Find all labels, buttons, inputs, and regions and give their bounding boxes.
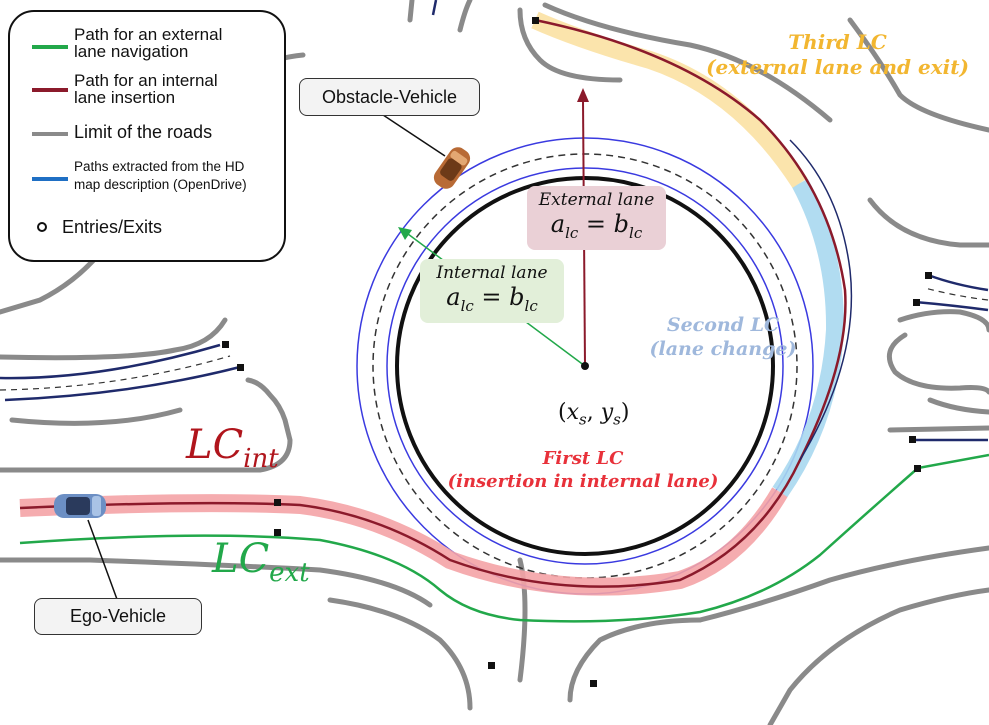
lc-int-main: LC	[186, 422, 244, 468]
legend-label-external-l2: lane navigation	[74, 42, 189, 61]
first-lc-line2: (insertion in internal lane)	[447, 470, 719, 492]
internal-lane-box: Internal lane alc = blc	[420, 259, 564, 323]
int-eq-b: b	[509, 283, 525, 311]
ext-eq-sub-a: lc	[565, 223, 579, 242]
legend-swatch-internal	[32, 88, 68, 92]
legend-label-external: Path for an external lane navigation	[74, 26, 222, 60]
obstacle-vehicle-icon	[433, 147, 471, 189]
internal-lane-title: Internal lane	[436, 263, 548, 283]
center-point	[581, 362, 589, 370]
third-lc-line1: Third LC	[788, 30, 887, 54]
legend-label-entries-l1: Entries/Exits	[62, 217, 163, 237]
internal-insertion-path-2	[789, 139, 853, 461]
center-y-sub: s	[613, 410, 621, 429]
lc-ext-sub: ext	[269, 558, 310, 588]
obstacle-vehicle-label: Obstacle-Vehicle	[321, 86, 458, 107]
ego-vehicle-label: Ego-Vehicle	[69, 606, 167, 626]
dashed-lane-divider	[372, 153, 798, 579]
internal-lane-equation: alc = blc	[420, 283, 564, 315]
second-lc-label: Second LC (lane change)	[628, 314, 818, 362]
legend-label-hd-path-l2: map description (OpenDrive)	[74, 177, 247, 193]
center-comma: ,	[586, 400, 601, 425]
int-eq-sub-b: lc	[524, 296, 538, 315]
lc-ext-label: LCext	[212, 536, 310, 588]
int-eq-a: a	[446, 283, 461, 311]
inner-lane-ring	[386, 167, 784, 565]
center-open: (	[558, 400, 567, 425]
external-lane-equation: alc = blc	[527, 210, 666, 242]
legend-label-entries: Entries/Exits	[62, 218, 162, 236]
third-lc-highlight	[531, 11, 808, 188]
first-lc-highlight	[19, 487, 788, 596]
legend-label-hd-path-l1: Paths extracted from the HD	[74, 159, 245, 174]
legend-label-road-limit: Limit of the roads	[74, 123, 212, 141]
internal-insertion-path	[19, 18, 847, 588]
legend-label-internal-l2: lane insertion	[74, 88, 176, 107]
third-lc-line2: (external lane and exit)	[706, 55, 969, 79]
external-lane-title: External lane	[538, 190, 655, 210]
ext-eq-mid: =	[578, 210, 614, 238]
legend-swatch-hd-path	[32, 177, 68, 181]
second-lc-line1: Second LC	[666, 314, 780, 336]
legend-box: Path for an external lane navigation Pat…	[8, 10, 286, 262]
lc-int-label: LCint	[186, 422, 279, 474]
legend-label-external-l1: Path for an external	[74, 25, 223, 44]
obstacle-vehicle-callout: Obstacle-Vehicle	[299, 78, 480, 116]
int-eq-mid: =	[473, 283, 510, 311]
hd-map-paths	[0, 0, 989, 442]
central-island	[395, 176, 775, 556]
lc-ext-main: LC	[212, 536, 270, 582]
center-x: x	[566, 400, 580, 425]
legend-label-hd-path: Paths extracted from the HD map descript…	[74, 158, 247, 194]
second-lc-line2: (lane change)	[649, 337, 797, 360]
ego-leader-line	[87, 519, 119, 603]
ext-eq-a: a	[550, 210, 566, 238]
first-lc-line1: First LC	[542, 448, 624, 469]
int-eq-sub-a: lc	[460, 296, 474, 315]
center-x-sub: s	[579, 410, 587, 429]
external-lane-box: External lane alc = blc	[527, 186, 666, 250]
first-lc-label: First LC (insertion in internal lane)	[418, 448, 748, 493]
lc-int-sub: int	[243, 444, 279, 474]
legend-swatch-road-limit	[32, 132, 68, 136]
ego-vehicle-callout: Ego-Vehicle	[34, 598, 202, 635]
center-y: y	[600, 400, 614, 425]
legend-label-road-limit-l1: Limit of the roads	[74, 122, 213, 142]
center-close: )	[620, 400, 630, 425]
legend-label-internal: Path for an internal lane insertion	[74, 72, 218, 106]
legend-entry-exit-icon	[37, 222, 47, 232]
legend-swatch-external	[32, 45, 68, 49]
hd-map-dashed	[0, 287, 989, 391]
ext-eq-sub-b: lc	[629, 223, 643, 242]
external-navigation-path	[19, 453, 989, 623]
ego-vehicle-icon	[54, 494, 106, 518]
obstacle-leader-line	[379, 112, 446, 157]
third-lc-label: Third LC (external lane and exit)	[690, 30, 985, 80]
ext-eq-b: b	[613, 210, 630, 238]
center-coordinates-label: (xs, ys)	[558, 400, 629, 428]
legend-label-internal-l1: Path for an internal	[74, 71, 218, 90]
entry-exit-markers	[222, 17, 932, 687]
